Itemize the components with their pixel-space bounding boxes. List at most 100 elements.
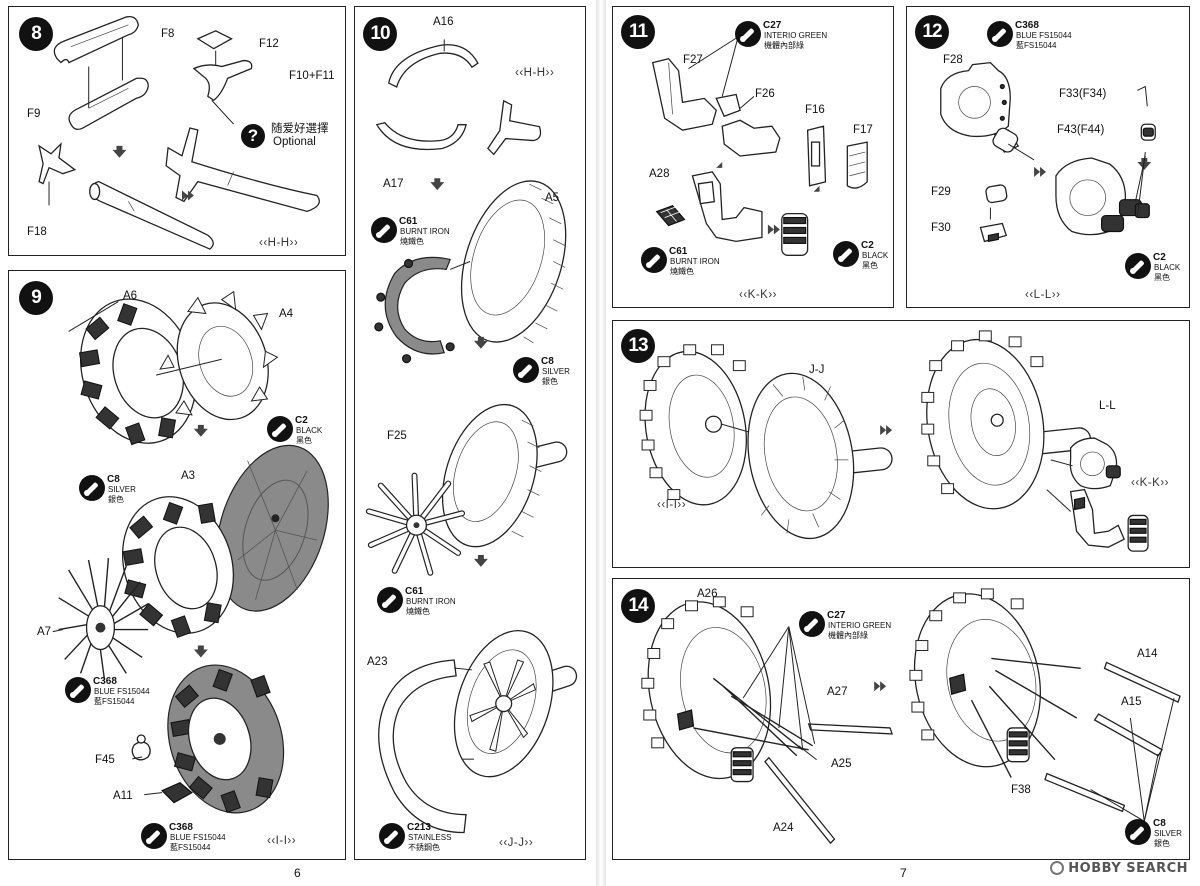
part-label-a6: A6 [123, 290, 138, 302]
paint-name-en: BLACK [862, 251, 889, 260]
step-12-illustration [940, 61, 1156, 243]
paint-brush-icon [833, 241, 859, 267]
engine-ii [639, 344, 747, 506]
paint-brush-icon [1125, 253, 1151, 279]
paint-code: C2 [1153, 252, 1166, 263]
part-label-f38: F38 [1011, 784, 1031, 796]
paint-name-en: SILVER [1154, 829, 1182, 838]
label-ll: L-L [1099, 400, 1116, 412]
part-label-a23: A23 [367, 656, 388, 668]
optional-en-label: Optional [273, 136, 316, 148]
subassembly-jj: J-J [507, 837, 525, 849]
part-label-f29: F29 [931, 186, 951, 198]
step-9-panel: 9 A6 A4 A3 A7 F45 A11 C2 BLACK 黑色 C8 SIL… [8, 270, 346, 860]
step-11-subassembly-label: ‹‹K-K›› [739, 289, 778, 301]
step-13-illustration [639, 330, 1149, 552]
cylinder-bank-a6 [78, 298, 197, 446]
paint-code: C213 [407, 822, 431, 833]
paint-name-cn: 藍FS15044 [94, 697, 135, 706]
step-12-subassembly-label: ‹‹L-L›› [1025, 289, 1061, 301]
step-10-subassembly-label: ‹‹J-J›› [499, 837, 534, 849]
step-8-number: 8 [19, 17, 53, 51]
paint-code: C368 [169, 822, 193, 833]
step-10-illustration [365, 39, 578, 834]
paint-code: C27 [827, 610, 846, 621]
step-8-panel: 8 F8 F9 F12 F10+F11 F18 ? 随爱好選擇 Optional… [8, 6, 346, 256]
part-label-f9: F9 [27, 108, 41, 120]
paint-brush-icon [379, 823, 405, 849]
reference-hh: H-H [523, 67, 546, 79]
step-9-illustration [52, 290, 329, 814]
step-9-subassembly-label: ‹‹I-I›› [267, 835, 297, 847]
paint-name-en: BURNT IRON [670, 257, 720, 266]
label-kk: ‹‹K-K›› [1131, 477, 1170, 489]
paint-code: C61 [399, 216, 418, 227]
label-jj: J-J [809, 364, 825, 376]
part-label-f18: F18 [27, 226, 47, 238]
step-8-illustration [38, 15, 320, 250]
part-label-a4: A4 [279, 308, 294, 320]
step-14-panel: 14 A26 A27 A25 A24 A14 A15 F38 C27 INTER… [612, 578, 1190, 860]
paint-code: C27 [763, 20, 782, 31]
part-label-f43: F43(F44) [1057, 124, 1105, 136]
cylinder-bank-assembled [121, 496, 235, 639]
paint-name-en: BURNT IRON [406, 597, 456, 606]
engine-assembled [167, 664, 285, 814]
part-label-a7: A7 [37, 626, 52, 638]
disk-jj [453, 629, 578, 778]
paint-name-cn: 機體內部綠 [764, 41, 804, 50]
part-label-a24: A24 [773, 822, 794, 834]
disk-jj [747, 372, 893, 540]
paint-brush-icon [141, 823, 167, 849]
paint-name-cn: 銀色 [1154, 839, 1170, 848]
part-label-f10-f11: F10+F11 [289, 70, 335, 82]
disk-a5 [460, 180, 567, 344]
paint-name-cn: 藍FS15044 [1016, 41, 1057, 50]
step-12-panel: 12 F28 F33(F34) F43(F44) F29 F30 C368 BL… [906, 6, 1190, 308]
part-label-f28: F28 [943, 54, 963, 66]
paint-code: C368 [1015, 20, 1039, 31]
paint-name-en: BLUE FS15044 [170, 833, 226, 842]
paint-brush-icon [79, 475, 105, 501]
part-label-a27: A27 [827, 686, 848, 698]
paint-name-en: SILVER [108, 485, 136, 494]
paint-brush-icon [65, 677, 91, 703]
paint-brush-icon [371, 217, 397, 243]
paint-code: C8 [107, 474, 120, 485]
step-13-number: 13 [621, 329, 655, 363]
disk-assembly [441, 403, 568, 548]
paint-name-cn: 燒鐵色 [400, 237, 424, 246]
watermark-icon [1050, 861, 1065, 875]
part-label-a3: A3 [181, 470, 196, 482]
paint-name-en: BURNT IRON [400, 227, 450, 236]
paint-name-en: BLUE FS15044 [1016, 31, 1072, 40]
step-11-panel: 11 F27 F26 F16 F17 A28 C27 INTERIO GREEN… [612, 6, 894, 308]
paint-name-cn: 不銹鋼色 [408, 843, 440, 852]
paint-code: C61 [669, 246, 688, 257]
paint-code: C61 [405, 586, 424, 597]
part-label-f16: F16 [805, 104, 825, 116]
paint-brush-icon [1125, 819, 1151, 845]
paint-name-cn: 黑色 [1154, 273, 1170, 282]
paint-brush-icon [513, 357, 539, 383]
step-11-illustration [651, 36, 868, 256]
optional-question-icon: ? [241, 124, 265, 148]
paint-name-cn: 機體內部綠 [828, 631, 868, 640]
step-14-number: 14 [621, 589, 655, 623]
paint-code: C8 [541, 356, 554, 367]
part-label-f27: F27 [683, 54, 703, 66]
paint-name-en: INTERIO GREEN [828, 621, 892, 630]
part-label-f45: F45 [95, 754, 115, 766]
paint-name-en: STAINLESS [408, 833, 452, 842]
step-11-number: 11 [621, 15, 655, 49]
engine-assembled [921, 330, 1091, 510]
watermark-logo: HOBBY SEARCH [1050, 861, 1188, 876]
part-label-f30: F30 [931, 222, 951, 234]
engine-final [909, 588, 1041, 768]
subassembly-hh: H-H [267, 237, 290, 249]
part-label-a17: A17 [383, 178, 404, 190]
part-label-f26: F26 [755, 88, 775, 100]
page-number-right: 7 [900, 866, 907, 880]
paint-name-cn: 燒鐵色 [670, 267, 694, 276]
paint-brush-icon [735, 21, 761, 47]
